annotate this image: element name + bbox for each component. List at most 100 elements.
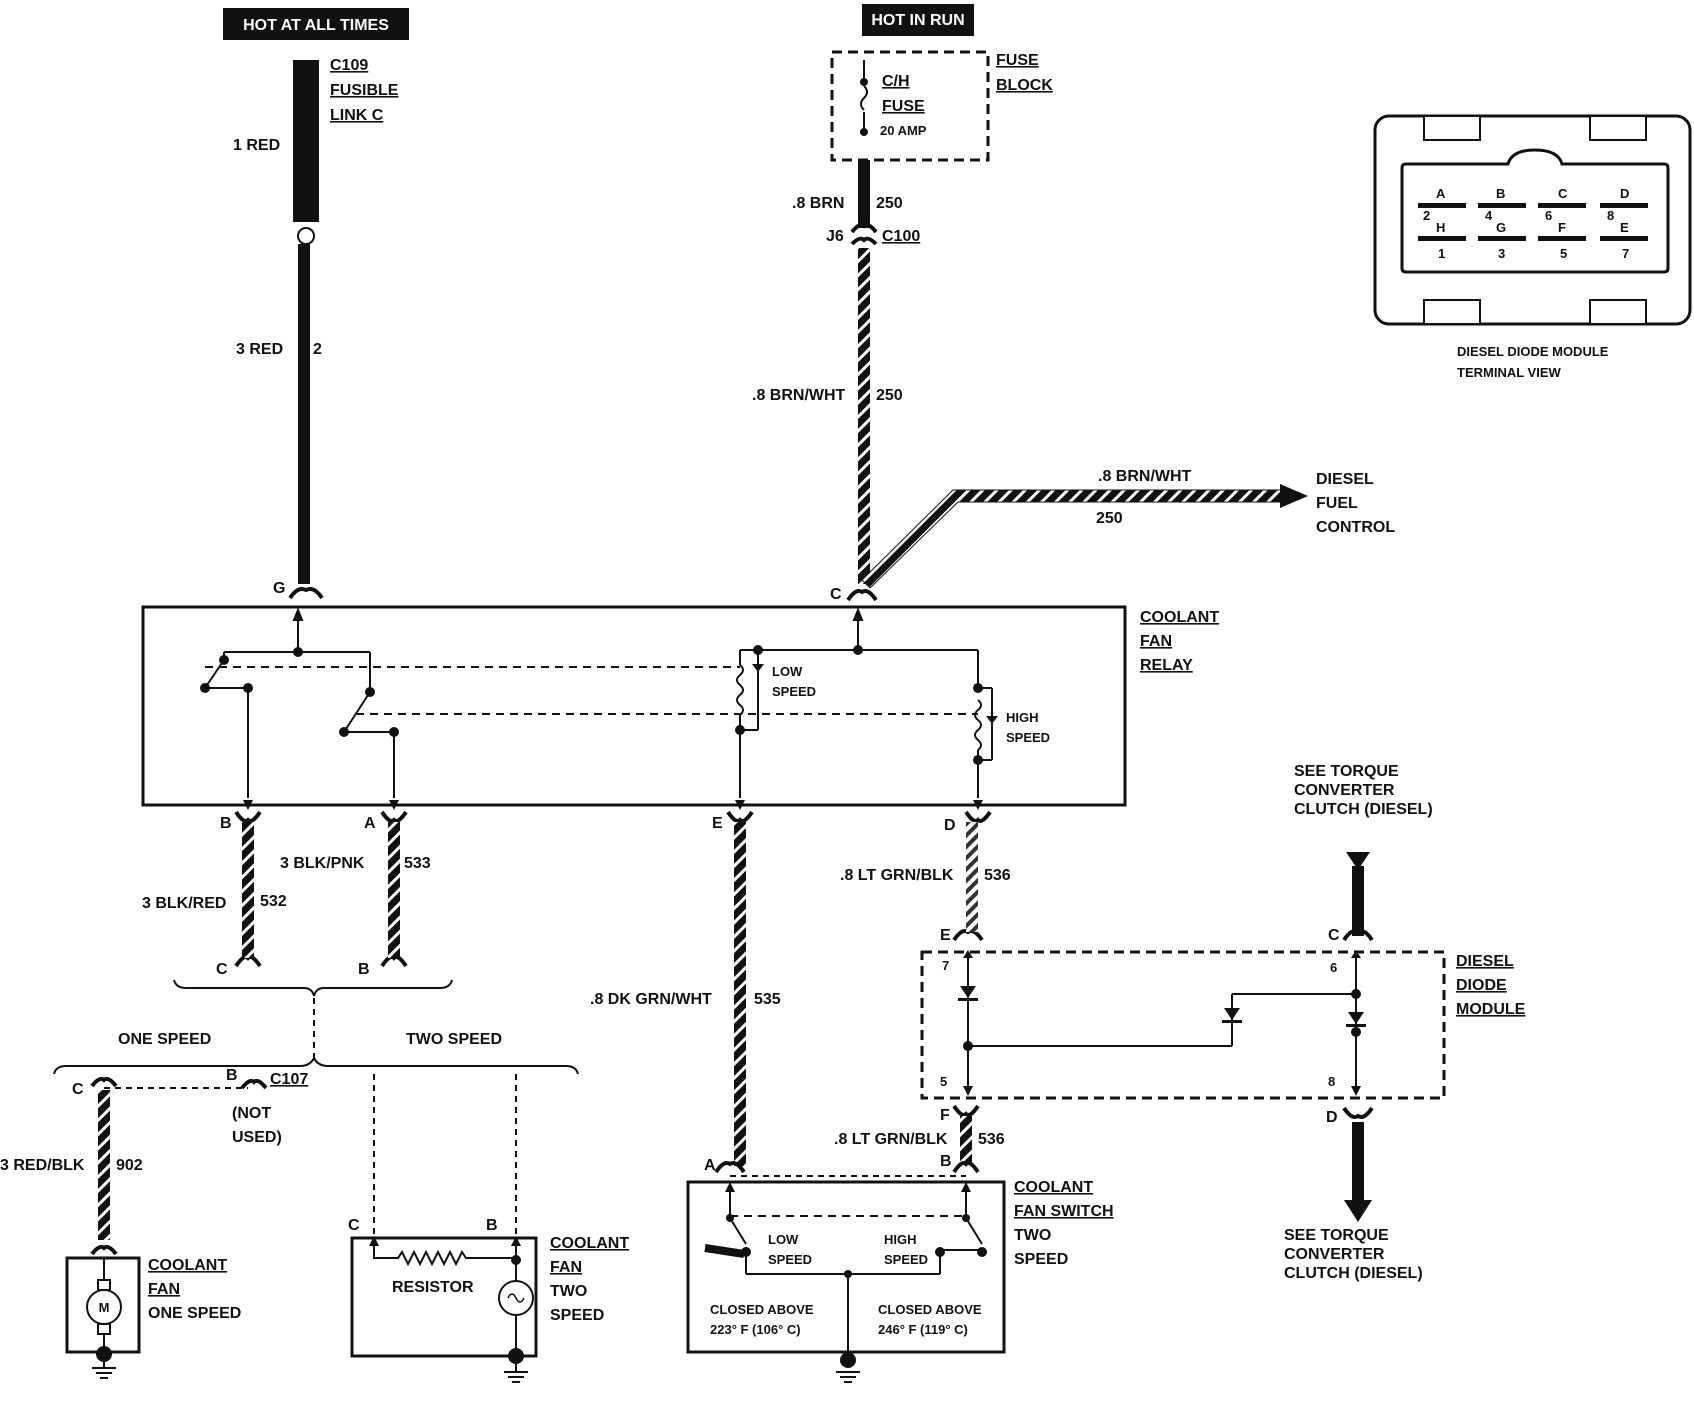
wire-e-pin-bot: A <box>704 1157 716 1174</box>
wire-e-circuit: 535 <box>754 991 781 1008</box>
module-terminal-view <box>1373 114 1692 326</box>
diode-symbols <box>958 950 1366 1096</box>
diesel-branch-size: .8 BRN/WHT <box>1098 468 1192 485</box>
relay-low-2: SPEED <box>772 684 816 699</box>
relay-dots <box>200 645 998 765</box>
wire-b-circuit: 532 <box>260 893 287 910</box>
switch-low-1: LOW <box>768 1232 799 1247</box>
wire-902-circuit: 902 <box>116 1157 143 1174</box>
wire-b-size: 3 BLK/RED <box>142 895 226 912</box>
torque-bot-3: CLUTCH (DIESEL) <box>1284 1265 1423 1282</box>
fusible-wire: 1 RED <box>233 137 280 154</box>
switch-closed-2b: 246° F (119° C) <box>878 1322 968 1337</box>
diesel-fuel-l3: CONTROL <box>1316 519 1395 536</box>
diode-pin-d: D <box>1326 1109 1338 1126</box>
switch-high-2: SPEED <box>884 1252 928 1267</box>
relay-high-2: SPEED <box>1006 730 1050 745</box>
switch-internals <box>729 1186 983 1360</box>
wire-brn-wht <box>858 248 870 584</box>
wire-d-size: .8 LT GRN/BLK <box>840 867 954 884</box>
wire-a-circuit: 533 <box>404 855 431 872</box>
switch-l1: COOLANT <box>1014 1179 1093 1196</box>
fan-two-l1: COOLANT <box>550 1235 629 1252</box>
mod-top-b: B <box>1496 186 1505 201</box>
mod-num-2: 2 <box>1423 208 1430 223</box>
diode-l2: DIODE <box>1456 977 1507 994</box>
diesel-fuel-l2: FUEL <box>1316 495 1358 512</box>
mod-bot-g: G <box>1496 220 1506 235</box>
mod-top-a: A <box>1436 186 1446 201</box>
wire-f-pin-top: F <box>940 1107 950 1124</box>
mod-top-d: D <box>1620 186 1629 201</box>
mod-num-3: 3 <box>1498 246 1505 261</box>
relay-low-1: LOW <box>772 664 803 679</box>
wire-b-pin-top: B <box>220 815 232 832</box>
pin-g: G <box>273 580 285 597</box>
mod-num-6: 6 <box>1545 208 1552 223</box>
mod-bot-h: H <box>1436 220 1445 235</box>
switch-dots <box>725 1182 987 1368</box>
ground-icon-3 <box>836 1371 860 1383</box>
wire-8-brn <box>858 160 870 228</box>
fuse-ch: C/H <box>882 73 910 90</box>
hot-in-run-text: HOT IN RUN <box>871 12 964 29</box>
wire-3-red-size: 3 RED <box>236 341 283 358</box>
relay-arrows <box>243 800 983 810</box>
mod-num-5: 5 <box>1560 246 1567 261</box>
fusible-label: FUSIBLE <box>330 82 399 99</box>
wire-brn-wht-size: .8 BRN/WHT <box>752 387 846 404</box>
wire-brn-wht-circuit: 250 <box>876 387 903 404</box>
torque-top-1: SEE TORQUE <box>1294 763 1399 780</box>
mod-num-1: 1 <box>1438 246 1445 261</box>
wire-8-brn-circuit: 250 <box>876 195 903 212</box>
fuse-amp: 20 AMP <box>880 123 927 138</box>
c107-pin-b: B <box>226 1067 238 1084</box>
wire-red-blk <box>98 1090 110 1240</box>
wire-lt-grn-blk-bot <box>960 1116 972 1164</box>
fuse-block-l1: FUSE <box>996 52 1039 69</box>
module-caption-2: TERMINAL VIEW <box>1457 365 1561 380</box>
hot-all-times-header <box>223 8 409 40</box>
fuse-block-l2: BLOCK <box>996 77 1053 94</box>
switch-l4: SPEED <box>1014 1251 1068 1268</box>
fan-two-pin-c: C <box>348 1217 360 1234</box>
diesel-branch-wire <box>861 489 1286 589</box>
j6-label: J6 <box>826 228 844 245</box>
wire-lt-grn-blk-top <box>966 822 978 932</box>
diesel-fuel-l1: DIESEL <box>1316 471 1374 488</box>
wire-3-red <box>298 244 310 584</box>
diode-l3: MODULE <box>1456 1001 1526 1018</box>
coolant-fan-switch <box>686 1180 1006 1354</box>
resistor-label: RESISTOR <box>392 1279 474 1296</box>
mod-bot-f: F <box>1558 220 1566 235</box>
fuse-label: FUSE <box>882 98 925 115</box>
fan-two-l3: TWO <box>550 1283 587 1300</box>
hot-all-times-text: HOT AT ALL TIMES <box>243 17 389 34</box>
ground-icon-2 <box>504 1371 528 1383</box>
fuse-block-outline <box>830 50 990 162</box>
wire-f-circuit: 536 <box>978 1131 1005 1148</box>
motor-m: M <box>99 1300 110 1315</box>
fan-two-l2: FAN <box>550 1259 582 1276</box>
torque-top-2: CONVERTER <box>1294 782 1395 799</box>
resistor-icon <box>373 1246 517 1372</box>
wire-f-size: .8 LT GRN/BLK <box>834 1131 948 1148</box>
wire-dk-grn-wht <box>734 822 746 1166</box>
diode-pin-c: C <box>1328 927 1340 944</box>
mod-num-4: 4 <box>1485 208 1493 223</box>
fan-two-l4: SPEED <box>550 1307 604 1324</box>
diode-pin-8: 8 <box>1328 1074 1335 1089</box>
coolant-fan-relay <box>141 605 1127 807</box>
c107-not-1: (NOT <box>232 1105 271 1122</box>
wire-blk-pnk <box>388 822 400 958</box>
speed-brace <box>173 979 453 997</box>
torque-top-3: CLUTCH (DIESEL) <box>1294 801 1433 818</box>
relay-high-1: HIGH <box>1006 710 1039 725</box>
wire-a-size: 3 BLK/PNK <box>280 855 365 872</box>
wire-e-size: .8 DK GRN/WHT <box>590 991 712 1008</box>
hot-in-run-header <box>862 4 974 36</box>
relay-l2: FAN <box>1140 633 1172 650</box>
c107-conn: C107 <box>270 1071 308 1088</box>
diode-l1: DIESEL <box>1456 953 1514 970</box>
relay-l3: RELAY <box>1140 657 1193 674</box>
